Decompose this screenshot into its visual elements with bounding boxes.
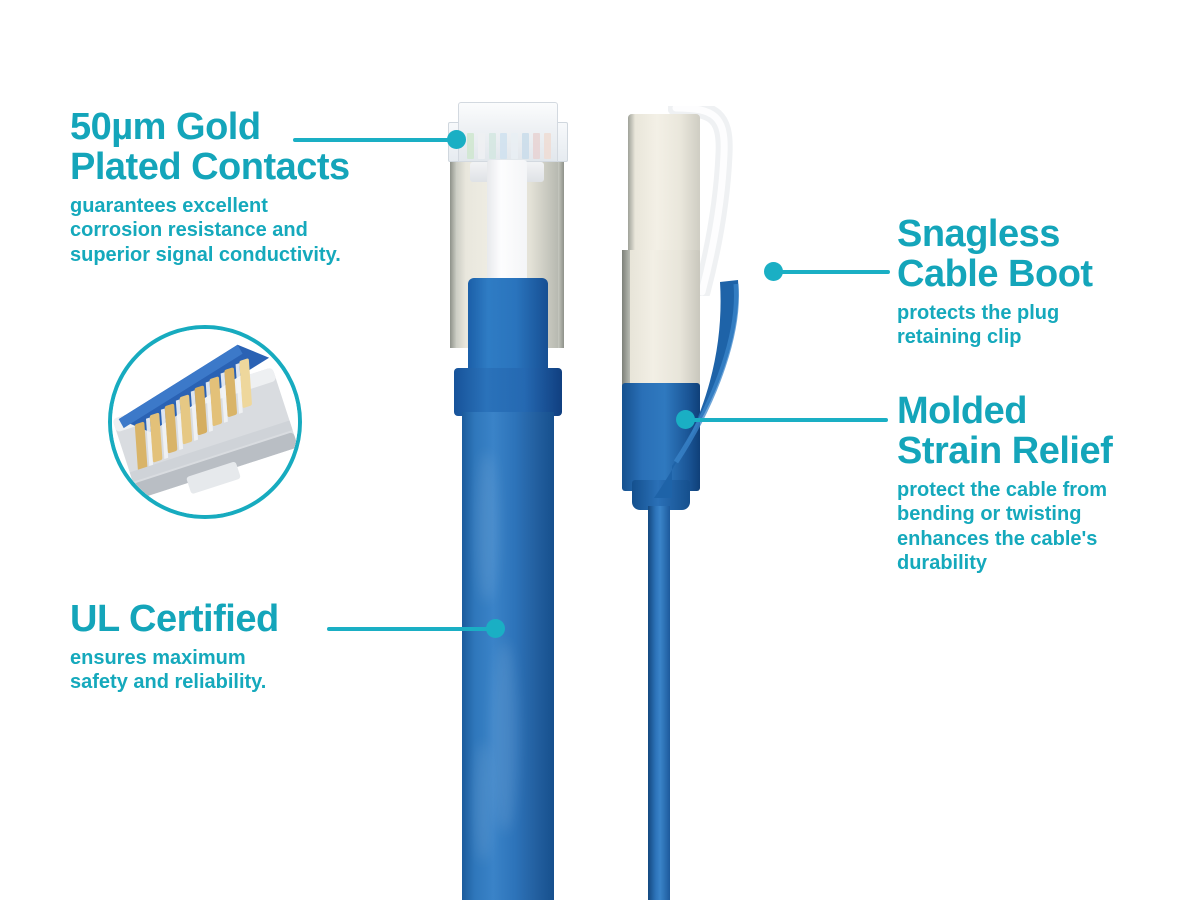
callout-body: protect the cable from bending or twisti… (897, 478, 1108, 574)
strain-relief-curve (654, 280, 739, 498)
shield-edge-left (450, 158, 456, 348)
shield-lip (622, 250, 630, 390)
wire-pair (467, 133, 474, 159)
callout-headline: 50µm Gold Plated Contacts (70, 106, 350, 188)
clear-housing-top (458, 102, 558, 162)
metal-shield-lower (622, 250, 700, 390)
gold-contacts-closeup-inset (108, 325, 302, 519)
retaining-clip (487, 160, 527, 288)
callout-molded-strain-relief: Molded Strain Relief protect the cable f… (897, 390, 1197, 575)
leader-dot-ul-certified (486, 619, 505, 638)
callout-snagless-cable-boot: Snagless Cable Boot protects the plug re… (897, 213, 1187, 350)
leader-line-snagless-boot (775, 270, 890, 274)
flat-cable-side (648, 506, 670, 900)
wire-pair (489, 133, 496, 159)
callout-headline: Molded Strain Relief (897, 390, 1113, 472)
wire-pair (522, 133, 529, 159)
callout-body: guarantees excellent corrosion resistanc… (70, 194, 341, 266)
wire-pair (500, 133, 507, 159)
leader-dot-snagless-boot (764, 262, 783, 281)
callout-ul-certified: UL Certified ensures maximum safety and … (70, 598, 400, 695)
strain-relief-front (454, 368, 562, 416)
callout-body: ensures maximum safety and reliability. (70, 646, 267, 694)
callout-headline: UL Certified (70, 598, 279, 640)
leader-line-strain-relief (688, 418, 888, 422)
rj45-plug-side-view (610, 100, 795, 900)
callout-headline: Snagless Cable Boot (897, 213, 1093, 295)
leader-line-ul-certified (327, 627, 497, 631)
callout-body: protects the plug retaining clip (897, 301, 1060, 349)
rj45-plug-front-view (440, 100, 575, 900)
shield-edge-right (558, 158, 564, 348)
callout-gold-plated-contacts: 50µm Gold Plated Contacts guarantees exc… (70, 106, 410, 267)
blue-strain-relief-side (622, 383, 700, 491)
flat-cable-front (462, 412, 554, 900)
snagless-boot-arc (668, 106, 733, 296)
wire-pair (511, 133, 518, 159)
leader-dot-strain-relief (676, 410, 695, 429)
wire-pair (544, 133, 551, 159)
wire-pair (478, 133, 485, 159)
wire-pair (533, 133, 540, 159)
leader-line-gold-contacts (293, 138, 458, 142)
leader-dot-gold-contacts (447, 130, 466, 149)
